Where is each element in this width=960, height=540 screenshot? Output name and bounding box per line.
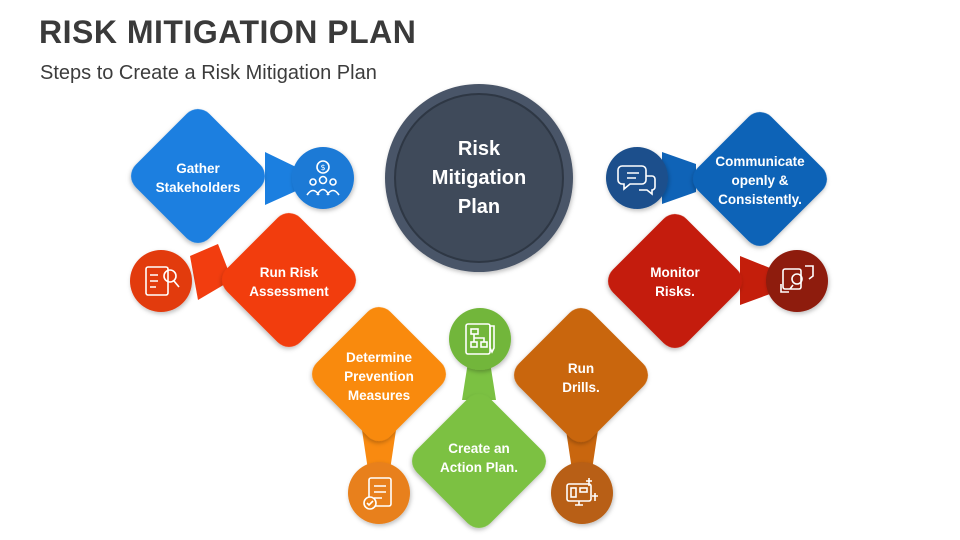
center-hub [385, 84, 573, 272]
step-label-communicate: Communicate openly & Consistently. [715, 153, 805, 207]
step-create-action-plan [412, 308, 546, 528]
risk-assessment-icon [145, 266, 180, 296]
step-label-gather-stakeholders: Gather Stakeholders [155, 161, 241, 195]
stakeholders-icon: $ [306, 160, 340, 196]
step-label-determine-prevention: Determine Prevention Measures [344, 349, 414, 403]
step-label-create-action-plan: Create an Action Plan. [439, 441, 518, 475]
step-run-risk-assessment [130, 213, 356, 347]
page-subtitle: Steps to Create a Risk Mitigation Plan [40, 62, 377, 84]
step-label-run-risk-assessment: Run Risk Assessment [249, 265, 329, 299]
step-label-monitor-risks: Monitor Risks. [650, 265, 700, 299]
step-monitor-risks [608, 214, 828, 348]
step-run-drills [514, 308, 648, 524]
chat-bubbles-icon [617, 165, 656, 196]
step-label-run-drills: Run Drills. [562, 361, 600, 395]
monitor-hands-icon [780, 265, 814, 293]
step-determine-prevention [312, 307, 446, 524]
center-hub-label: Risk Mitigation Plan [431, 137, 527, 218]
document-check-icon [363, 477, 392, 510]
page-title: RISK MITIGATION PLAN [39, 14, 417, 50]
flowchart-plan-icon [465, 323, 495, 355]
svg-text:$: $ [320, 163, 325, 172]
computer-drill-icon [566, 478, 598, 506]
